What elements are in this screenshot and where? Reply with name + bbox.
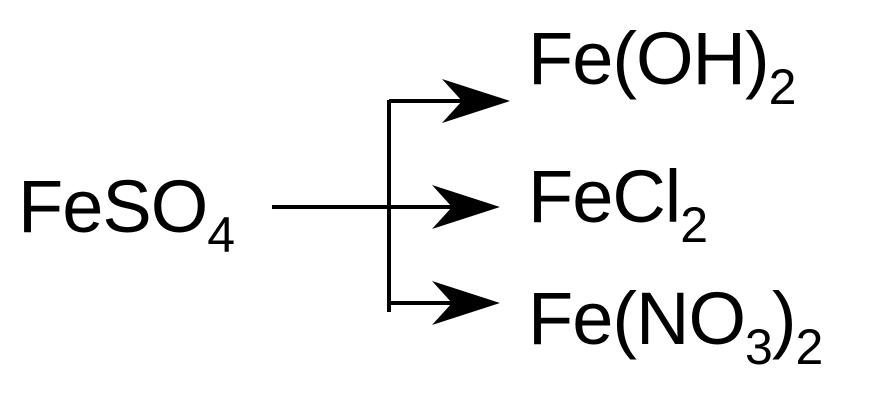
arrowhead-1 (442, 79, 510, 123)
product-formula-1: Fe(OH)2 (528, 22, 796, 113)
reactant-subscript: 4 (207, 207, 235, 263)
product-formula-3: Fe(NO3)2 (528, 282, 823, 373)
product-2-subscript: 2 (680, 197, 708, 253)
product-3-subscript-2: 2 (795, 319, 823, 375)
product-3-subscript: 3 (745, 319, 773, 375)
reactant-base: FeSO (18, 165, 208, 248)
product-1-base: Fe(OH) (528, 17, 770, 100)
product-formula-2: FeCl2 (528, 160, 708, 251)
product-3-base: Fe(NO (528, 277, 746, 360)
arrowhead-3 (432, 281, 500, 325)
product-3-close-paren: ) (771, 277, 797, 360)
product-1-subscript: 2 (768, 59, 797, 115)
reactant-formula: FeSO4 (18, 170, 235, 261)
arrowhead-2 (432, 185, 500, 229)
product-2-base: FeCl (528, 155, 681, 238)
